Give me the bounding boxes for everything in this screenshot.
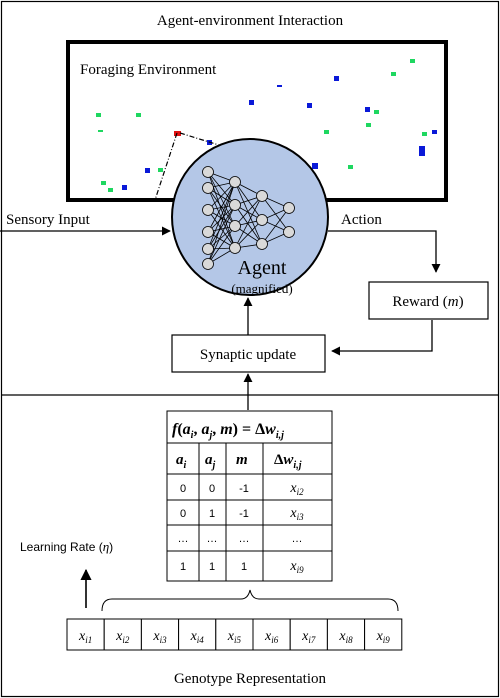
col-header-m: m [236,452,248,468]
table-cell: 0 [180,508,186,520]
nn-neuron [202,204,214,216]
genotype-cell-label: xi8 [338,629,353,645]
nn-connection [207,181,236,250]
genotype-cell-label: xi7 [301,629,316,645]
table-cell: … [239,533,250,545]
interaction-title: Agent-environment Interaction [157,13,344,29]
environment-label: Foraging Environment [80,62,217,78]
genotype-cell [252,618,291,651]
col-header-aj: aj [205,452,216,471]
nn-connection [234,195,263,249]
action-arrow [328,230,441,273]
genotype-label: Genotype Representation [174,671,327,687]
table-cell: 0 [180,483,186,495]
col-header-ai: ai [176,452,187,471]
table-cell: … [292,533,303,545]
magnify-line-left [154,132,178,201]
nn-neuron [256,190,268,202]
learning-rate-label: Learning Rate (η) [20,539,113,554]
nn-neuron [202,226,214,238]
nn-connection [234,181,263,221]
genotype-cell [140,618,180,651]
nn-neuron [283,202,295,214]
nn-connection [207,204,236,233]
genotype-cell-label: xi6 [264,629,279,645]
nn-neuron [229,242,241,254]
nn-connection [207,225,236,265]
genotype-strip: xi1 xi2 xi3 xi4 xi5 xi6 xi7 xi8 xi9 [66,618,403,651]
genotype-cell-label: xi3 [152,629,167,645]
nn-connection [207,225,236,250]
genotype-cell [66,618,105,651]
nn-neuron [283,226,295,238]
nn-connection [207,181,236,233]
nn-neuron [202,243,214,255]
nn-connection [207,171,236,227]
table-cell: 1 [209,508,215,520]
table-cell: -1 [239,483,249,495]
nn-connection [207,204,236,265]
table-cell: -1 [239,508,249,520]
nn-connection [234,181,263,245]
genotype-cell [364,618,403,651]
agent-sublabel: (magnified) [231,281,292,296]
genotype-cell-label: xi4 [190,629,205,645]
nn-neuron [202,258,214,270]
table-cell: 1 [241,561,247,573]
genotype-cell-label: xi1 [78,629,92,645]
genotype-cell [215,618,254,651]
genotype-cell-label: xi9 [376,629,391,645]
nn-connection [234,195,263,227]
nn-neuron [202,182,214,194]
genotype-cell-label: xi5 [227,629,242,645]
nn-connection [234,219,263,249]
rule-table: f(ai, aj, m) = Δwi,j ai aj m Δwi,j 0 0 -… [166,410,333,582]
rule-formula: f(ai, aj, m) = Δwi,j [172,421,284,441]
reward-box [368,281,489,320]
nn-neuron [202,166,214,178]
genotype-brace [101,589,399,612]
nn-neuron [256,238,268,250]
sensory-input-label: Sensory Input [6,212,91,228]
genotype-cell-label: xi2 [115,629,130,645]
reward-label: Reward (m) [392,294,463,310]
synaptic-update-box [171,334,326,373]
table-cell: 1 [180,561,186,573]
genotype-cell [178,618,217,651]
table-cell: … [178,533,189,545]
genotype-cell [289,618,328,651]
nn-neuron [229,176,241,188]
nn-connection [207,181,236,211]
food-items-green [96,59,427,192]
nn-neuron [229,199,241,211]
action-label: Action [341,212,382,228]
nn-neuron [229,220,241,232]
table-cell: … [207,533,218,545]
table-cell: 1 [209,561,215,573]
nn-connection [207,204,236,250]
table-rows: 0 0 -1 xi2 0 1 -1 xi3 … … … … 1 1 1 xi9 [178,481,305,575]
neural-network-icon [202,166,295,270]
agent-position-marker [174,131,181,136]
table-cell: 0 [209,483,215,495]
nn-connection [234,204,263,245]
nn-neuron [256,214,268,226]
agent-label: Agent [238,257,287,279]
reward-to-update-arrow [331,320,433,356]
synaptic-update-label: Synaptic update [200,347,297,363]
nn-connection [261,207,290,245]
nn-connection [207,171,236,206]
